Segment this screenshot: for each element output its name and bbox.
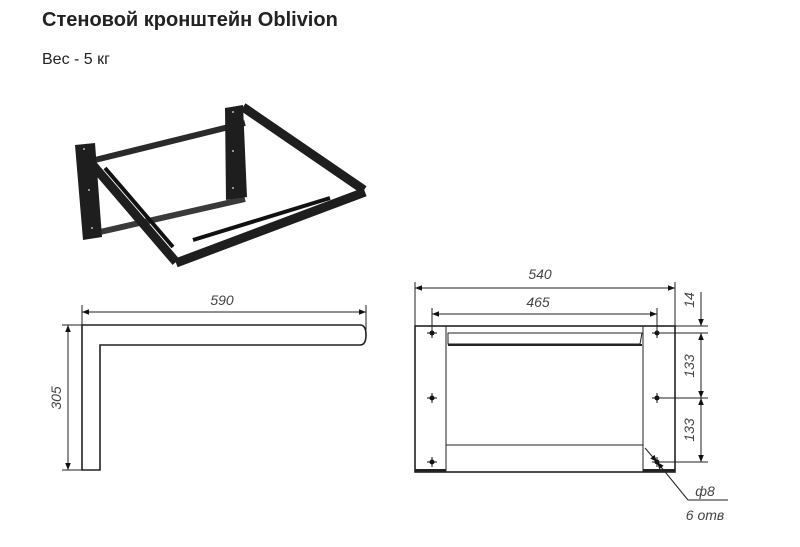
outer-width-dimension: 540	[528, 266, 552, 282]
hole-count-label: 6 отв	[686, 507, 724, 523]
side-height-dimension: 305	[48, 386, 64, 410]
hole-diameter-label: ф8	[695, 483, 715, 499]
product-weight: Вес - 5 кг	[42, 51, 110, 68]
hole-pitch-upper-dimension: 133	[681, 354, 697, 378]
bracket-3d-render	[75, 103, 367, 268]
hole-span-dimension: 465	[526, 294, 550, 310]
side-width-dimension: 590	[210, 292, 234, 308]
top-offset-dimension: 14	[681, 292, 697, 308]
front-view-drawing: 540 465 14 133 133 ф8 6 отв	[414, 266, 728, 523]
side-view-drawing: 590 305	[48, 292, 367, 471]
product-title: Стеновой кронштейн Oblivion	[42, 9, 338, 31]
mounting-holes	[427, 328, 662, 467]
hole-pitch-lower-dimension: 133	[681, 418, 697, 442]
